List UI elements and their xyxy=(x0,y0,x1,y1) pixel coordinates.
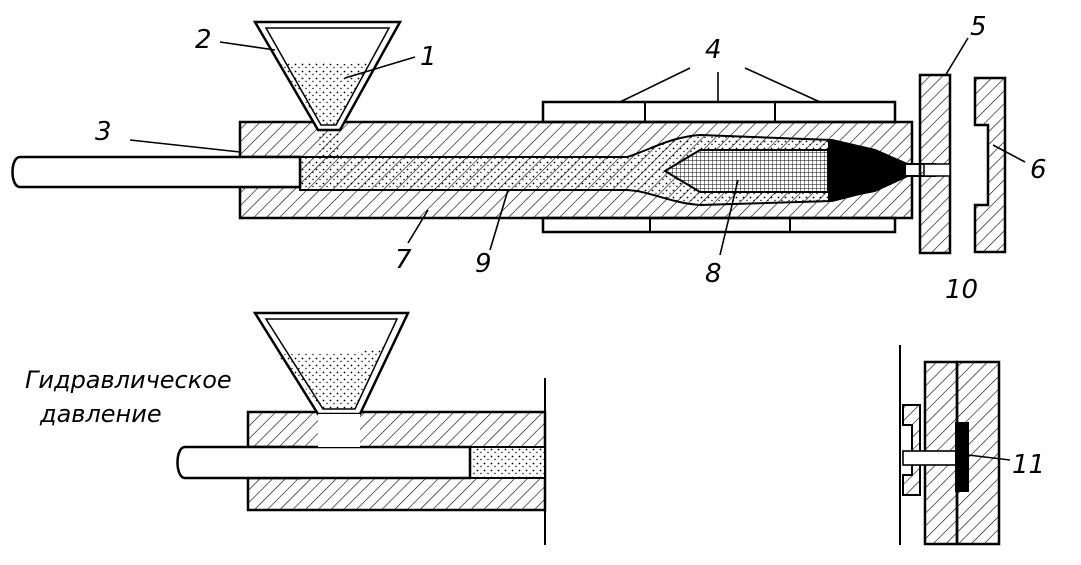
callout-10: 10 xyxy=(945,275,978,305)
callout-8: 8 xyxy=(705,259,722,289)
mold-filled-detail xyxy=(899,345,1011,546)
injection-stroke-detail xyxy=(176,311,547,545)
callout-2: 2 xyxy=(195,25,212,55)
callout-5: 5 xyxy=(970,12,987,42)
callout-7: 7 xyxy=(395,245,412,275)
callout-6: 6 xyxy=(1030,155,1047,185)
mold-halves xyxy=(918,73,1007,255)
caption-line-1: Гидравлическое xyxy=(25,366,232,394)
callout-11: 11 xyxy=(1012,450,1045,480)
torpedo-spreader xyxy=(663,149,829,193)
caption-line-2: давление xyxy=(39,400,162,428)
heater-bands xyxy=(541,100,897,234)
callout-labels: 2 1 3 4 5 6 7 9 8 10 11 xyxy=(95,12,1047,480)
plunger-rod xyxy=(11,155,302,189)
callout-4: 4 xyxy=(705,35,722,65)
hydraulic-pressure-caption: Гидравлическое давление xyxy=(25,366,232,428)
callout-9: 9 xyxy=(475,249,492,279)
leader-lines xyxy=(129,37,1026,256)
molten-zone xyxy=(828,140,910,201)
callout-3: 3 xyxy=(95,117,112,147)
main-machine xyxy=(11,20,1007,255)
callout-1: 1 xyxy=(420,42,437,72)
hopper xyxy=(252,20,403,157)
